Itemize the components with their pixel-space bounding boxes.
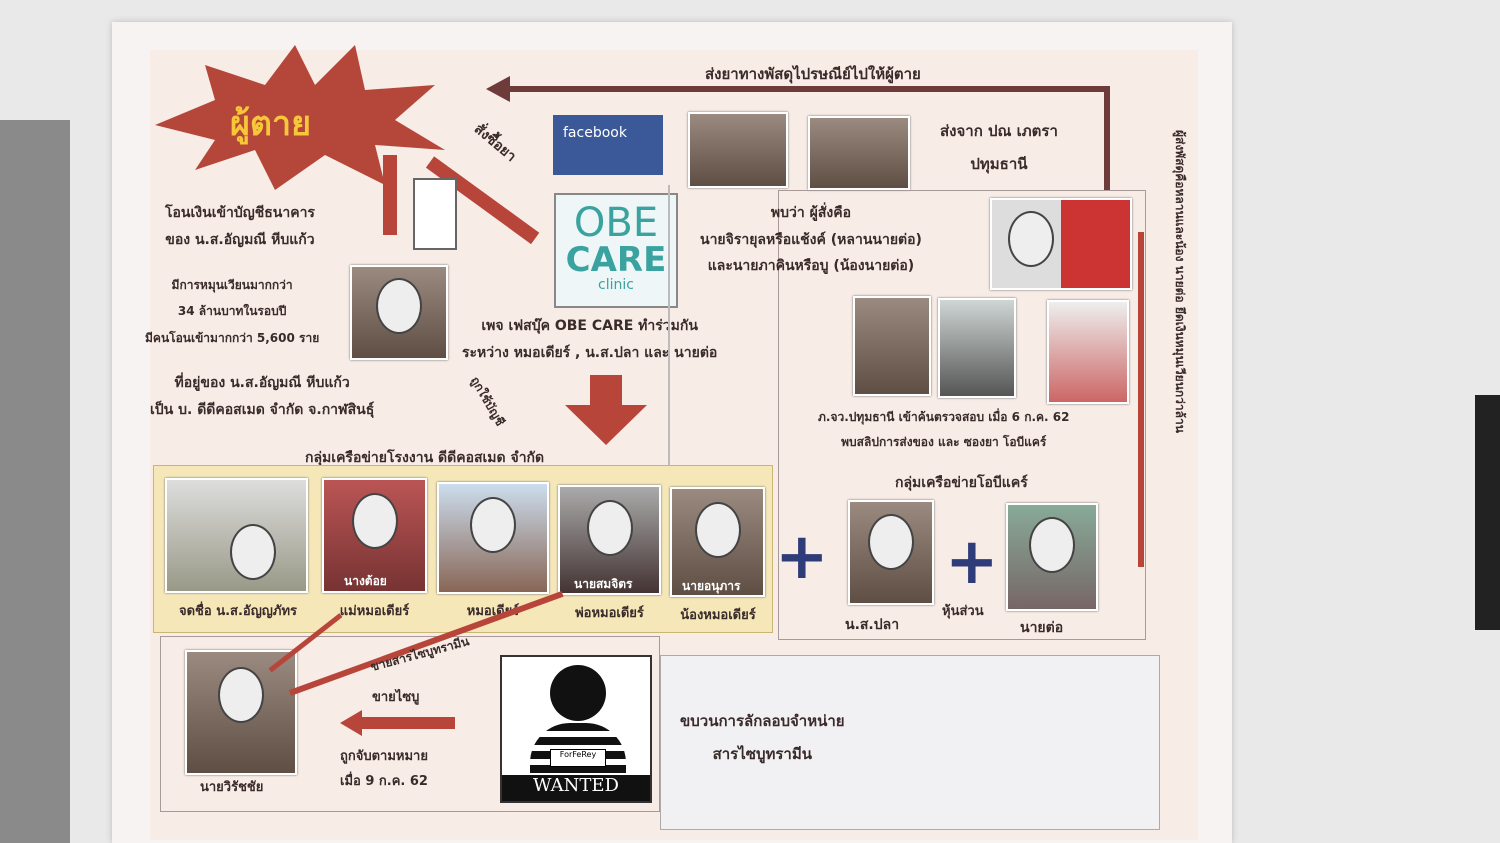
person-label: น้องหมอเดียร์ bbox=[680, 608, 756, 623]
person-photo: นายสมจิตร bbox=[558, 485, 661, 595]
arrest-box bbox=[160, 636, 660, 812]
ring-line: ขบวนการลักลอบจำหน่าย bbox=[680, 712, 845, 730]
arrest-text: ถูกจับตามหมายเมื่อ 9 ก.ค. 62 bbox=[340, 745, 428, 794]
down-arrow bbox=[383, 155, 397, 235]
facebook-text: facebook bbox=[563, 125, 627, 141]
circulation-text: มีการหมุนเวียนมากกว่า 34 ล้านบาทในรอบปีมี… bbox=[145, 272, 319, 351]
big-down-arrow-icon bbox=[565, 375, 647, 445]
orderer-line: พบว่า ผู้สั่งคือ bbox=[770, 205, 851, 221]
blurred-face-icon bbox=[230, 524, 277, 581]
search-line: ภ.จว.ปทุมธานี เข้าค้นตรวจสอบ เมื่อ 6 ก.ค… bbox=[818, 410, 1070, 424]
arrested-name: นายวิรัชชัย bbox=[200, 780, 264, 795]
transfer-line: ของ น.ส.อัญมณี หีบแก้ว bbox=[165, 231, 315, 248]
blurred-face-icon bbox=[586, 499, 633, 556]
obe-text: OBE bbox=[573, 200, 659, 246]
blurred-face-icon bbox=[470, 496, 516, 553]
care-text: CARE bbox=[565, 240, 667, 280]
wanted-poster: ForFeRey WANTED bbox=[500, 655, 652, 803]
sell-sibu-label: ขายไซบู bbox=[372, 690, 420, 705]
blurred-face-icon bbox=[694, 501, 741, 558]
top-arrow-label: ส่งยาทางพัสดุไปรษณีย์ไปให้ผู้ตาย bbox=[705, 65, 921, 83]
evidence-photo bbox=[853, 296, 931, 396]
address-line: ที่อยู่ของ น.ส.อัญมณี หีบแก้ว bbox=[174, 375, 350, 391]
left-arrow-icon bbox=[340, 710, 455, 736]
circulation-line: มีคนโอนเข้ามากกว่า 5,600 ราย bbox=[145, 330, 320, 345]
person-photo bbox=[1006, 503, 1098, 611]
arrest-line: เมื่อ 9 ก.ค. 62 bbox=[340, 773, 428, 789]
person-photo: นายอนุภาร bbox=[670, 487, 765, 597]
obe-care-logo: OBE CARE clinic bbox=[554, 193, 678, 308]
page-desc-line: เพจ เฟสบุ๊ค OBE CARE ทำร่วมกัน bbox=[481, 318, 698, 334]
transfer-line: โอนเงินเข้าบัญชีธนาคาร bbox=[165, 205, 315, 221]
circulation-line: มีการหมุนเวียนมากกว่า bbox=[171, 278, 293, 292]
blurred-face-icon bbox=[376, 277, 422, 334]
factory-photo bbox=[165, 478, 308, 593]
phone-image bbox=[413, 178, 457, 250]
wall-object bbox=[1475, 395, 1500, 630]
transfer-text: โอนเงินเข้าบัญชีธนาคารของ น.ส.อัญมณี หีบ… bbox=[165, 200, 315, 253]
orderer-line: และนายภาคินหรือบู (น้องนายต่อ) bbox=[707, 258, 915, 275]
silhouette-head-icon bbox=[550, 665, 606, 721]
partner-label: หุ้นส่วน bbox=[942, 604, 984, 619]
plus-icon: + bbox=[945, 525, 999, 599]
blurred-face-icon bbox=[1029, 517, 1075, 574]
blurred-face-icon bbox=[868, 514, 914, 571]
factory-network-title: กลุ่มเครือข่ายโรงงาน ดีดีคอสเมด จำกัด bbox=[305, 450, 545, 466]
account-owner-photo bbox=[350, 265, 448, 360]
victim-label: ผู้ตาย bbox=[230, 104, 312, 144]
obe-network-title: กลุ่มเครือข่ายโอบีแคร์ bbox=[895, 475, 1028, 491]
suspect-photo bbox=[990, 198, 1132, 290]
sent-from-line: ปทุมธานี bbox=[970, 155, 1028, 173]
evidence-photo bbox=[938, 298, 1016, 398]
wall bbox=[0, 120, 70, 843]
side-arrow bbox=[1138, 232, 1144, 567]
parcel-photo bbox=[808, 116, 910, 190]
ring-box bbox=[660, 655, 1160, 830]
facebook-logo: facebook bbox=[553, 115, 663, 175]
arrested-photo bbox=[185, 650, 297, 775]
search-text: ภ.จว.ปทุมธานี เข้าค้นตรวจสอบ เมื่อ 6 ก.ค… bbox=[818, 405, 1070, 455]
plus-icon: + bbox=[775, 520, 829, 594]
side-vertical-text: ผู้ส่งพัสดุคือหลานและน้อง นายต่อ ยึดเงิน… bbox=[1172, 130, 1187, 433]
person-photo bbox=[437, 482, 549, 594]
person-label: น.ส.ปลา bbox=[845, 617, 900, 633]
clinic-text: clinic bbox=[598, 277, 634, 293]
obe-network-box bbox=[778, 190, 1146, 640]
arrow-head-icon bbox=[486, 76, 510, 102]
ring-text: ขบวนการลักลอบจำหน่ายสารไซบูทรามีน bbox=[680, 705, 845, 771]
top-arrow-drop bbox=[1104, 86, 1110, 191]
person-label: จดชื่อ น.ส.อัญญภัทร bbox=[179, 604, 297, 619]
person-label: แม่หมอเดียร์ bbox=[339, 604, 410, 619]
photo-caption: นายสมจิตร bbox=[574, 577, 633, 591]
wanted-plate: ForFeRey bbox=[550, 749, 606, 767]
person-photo bbox=[848, 500, 934, 605]
sent-from-line: ส่งจาก ปณ เภตรา bbox=[940, 122, 1058, 140]
person-photo: นางต้อย bbox=[322, 478, 427, 593]
orderer-text: พบว่า ผู้สั่งคือนายจิรายุลหรือแช้งค์ (หล… bbox=[700, 200, 922, 280]
page-desc: เพจ เฟสบุ๊ค OBE CARE ทำร่วมกันระหว่าง หม… bbox=[462, 313, 717, 366]
ring-line: สารไซบูทรามีน bbox=[712, 745, 812, 763]
blurred-face-icon bbox=[351, 493, 398, 550]
wanted-label: WANTED bbox=[502, 775, 650, 801]
search-line: พบสลิปการส่งของ และ ซองยา โอบีแคร์ bbox=[841, 435, 1047, 450]
person-label: นายต่อ bbox=[1020, 620, 1064, 636]
blurred-face-icon bbox=[1007, 210, 1054, 267]
sent-from: ส่งจาก ปณ เภตราปทุมธานี bbox=[940, 115, 1058, 181]
arrest-line: ถูกจับตามหมาย bbox=[340, 749, 428, 764]
victim-burst-icon bbox=[155, 45, 445, 190]
evidence-photo bbox=[1047, 300, 1129, 404]
page-desc-line: ระหว่าง หมอเดียร์ , น.ส.ปลา และ นายต่อ bbox=[462, 344, 718, 361]
photo-caption: นายอนุภาร bbox=[682, 579, 741, 593]
parcel-photo bbox=[688, 112, 788, 188]
address-text: ที่อยู่ของ น.ส.อัญมณี หีบแก้วเป็น บ. ดีด… bbox=[150, 370, 374, 423]
blurred-face-icon bbox=[218, 666, 264, 723]
orderer-line: นายจิรายุลหรือแช้งค์ (หลานนายต่อ) bbox=[700, 231, 922, 248]
circulation-line: 34 ล้านบาทในรอบปี bbox=[177, 304, 287, 319]
photo-caption: นางต้อย bbox=[344, 574, 387, 588]
top-arrow-line bbox=[505, 86, 1110, 92]
divider bbox=[668, 185, 670, 465]
person-label: พ่อหมอเดียร์ bbox=[575, 606, 644, 621]
address-line: เป็น บ. ดีดีคอสเมด จำกัด จ.กาฬสินธุ์ bbox=[150, 401, 375, 418]
